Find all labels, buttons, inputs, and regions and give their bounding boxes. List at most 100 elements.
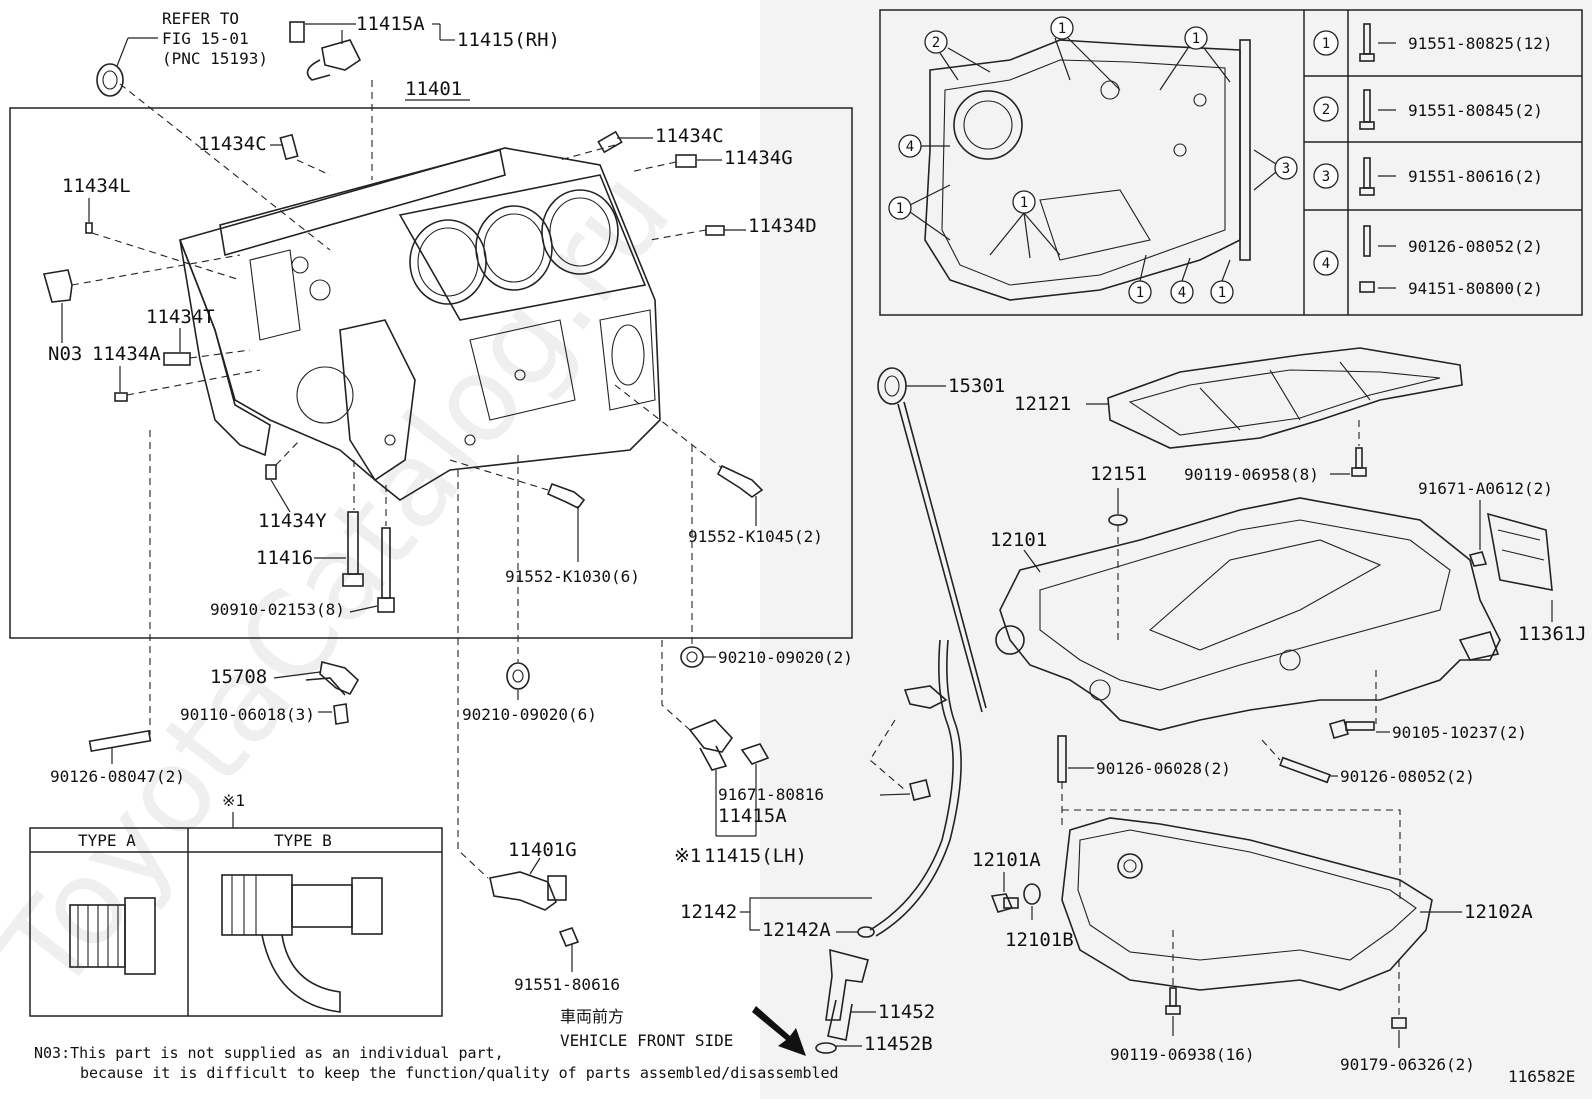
label-11434C-right: 11434C [655, 125, 724, 147]
bolt-90105 [1329, 670, 1390, 739]
refer-line1: REFER TO [162, 9, 239, 28]
label-11434C-left: 11434C [198, 133, 267, 155]
note-line1: N03:This part is not supplied as an indi… [34, 1044, 504, 1062]
dipstick-drawing [877, 367, 987, 713]
leader-12142 [740, 897, 872, 931]
label-91552-K1045: 91552-K1045(2) [688, 527, 823, 546]
svg-text:2: 2 [932, 35, 940, 51]
dowel-pins [42, 130, 725, 480]
cylinder-block-drawing [178, 147, 661, 501]
label-90179: 90179-06326(2) [1340, 1055, 1475, 1074]
seal-ring [96, 37, 331, 251]
svg-text:1: 1 [1218, 285, 1226, 301]
label-15708: 15708 [210, 666, 267, 688]
label-91552-K1030: 91552-K1030(6) [505, 567, 640, 586]
oil-jet-rh-drawing [289, 21, 455, 180]
svg-text:3: 3 [1322, 169, 1330, 185]
bolt-table-part-1: 91551-80825(12) [1408, 34, 1553, 53]
vehicle-front-en: VEHICLE FRONT SIDE [560, 1031, 733, 1050]
svg-text:4: 4 [906, 139, 914, 155]
cylinder-block-frame [9, 107, 853, 639]
leader-90910 [349, 605, 378, 613]
type-a-plug-drawing [69, 897, 156, 975]
vehicle-front-arrow-icon [752, 1006, 806, 1056]
svg-text:1: 1 [1192, 31, 1200, 47]
vehicle-front-jp: 車両前方 [560, 1007, 624, 1026]
svg-text:3: 3 [1282, 161, 1290, 177]
type-b-label: TYPE B [274, 831, 332, 850]
label-90110: 90110-06018(3) [180, 705, 315, 724]
label-12151: 12151 [1090, 463, 1147, 485]
label-11452: 11452 [878, 1001, 935, 1023]
label-11415RH: 11415(RH) [457, 29, 560, 51]
refer-line3: (PNC 15193) [162, 49, 268, 68]
label-12101B: 12101B [1005, 929, 1074, 951]
label-11415A-top: 11415A [356, 13, 425, 35]
label-90126-08047: 90126-08047(2) [50, 767, 185, 786]
svg-text:1: 1 [1136, 285, 1144, 301]
stud-icon-4 [1359, 225, 1375, 293]
plug-90210 [506, 445, 716, 700]
cover-plate-11361J [1468, 500, 1553, 622]
label-11434L: 11434L [62, 175, 131, 197]
label-11434G: 11434G [724, 147, 793, 169]
label-91671-80816: 91671-80816 [718, 785, 824, 804]
label-11415A-bottom: 11415A [718, 805, 787, 827]
svg-text:4: 4 [1322, 256, 1330, 272]
block-bolts [449, 384, 764, 562]
label-12142: 12142 [680, 901, 737, 923]
bolt-icon-2 [1359, 89, 1375, 130]
stud-90126-08052 [1261, 739, 1338, 784]
label-11434Y: 11434Y [258, 510, 327, 532]
label-91551-80616: 91551-80616 [514, 975, 620, 994]
label-91671-A0612: 91671-A0612(2) [1418, 479, 1553, 498]
bolt-table-part-4: 90126-08052(2) [1408, 237, 1543, 256]
bolt-table-part-4b: 94151-80800(2) [1408, 279, 1543, 298]
bolt-icon-1 [1359, 23, 1375, 62]
label-11401: 11401 [405, 78, 462, 100]
label-12142A: 12142A [762, 919, 831, 941]
label-11361J: 11361J [1518, 623, 1587, 645]
svg-text:1: 1 [1322, 36, 1330, 52]
label-11401G: 11401G [508, 839, 577, 861]
leader-11434Y [270, 479, 291, 513]
lower-oil-pan-drawing [1061, 817, 1462, 991]
type-a-label: TYPE A [78, 831, 136, 850]
refer-line2: FIG 15-01 [162, 29, 249, 48]
inset-timing-cover-drawing [924, 39, 1251, 301]
svg-text:1: 1 [1058, 21, 1066, 37]
label-12121: 12121 [1014, 393, 1071, 415]
label-11452B: 11452B [864, 1033, 933, 1055]
part-15708-drawing [273, 661, 360, 725]
ref-mark-lh: ※1 [674, 845, 701, 867]
svg-text:2: 2 [1322, 102, 1330, 118]
note-line2: because it is difficult to keep the func… [80, 1064, 839, 1082]
type-box [29, 812, 443, 1017]
label-90119-06958: 90119-06958(8) [1184, 465, 1319, 484]
label-90119-06938: 90119-06938(16) [1110, 1045, 1255, 1064]
oil-jet-lh-drawing [661, 640, 770, 837]
bottom-bolts [1165, 930, 1407, 1048]
label-15301: 15301 [948, 375, 1005, 397]
figure-id: 116582E [1508, 1067, 1575, 1086]
stud-90126-08047 [88, 430, 152, 764]
svg-text:1: 1 [896, 201, 904, 217]
label-N03: N03 [48, 343, 82, 365]
label-90126-06028: 90126-06028(2) [1096, 759, 1231, 778]
upper-oil-pan-drawing [995, 497, 1501, 731]
label-11434D: 11434D [748, 215, 817, 237]
label-12102A: 12102A [1464, 901, 1533, 923]
bolt-90119-06958 [1330, 420, 1367, 477]
svg-text:4: 4 [1178, 285, 1186, 301]
svg-text:1: 1 [1020, 195, 1028, 211]
label-90105: 90105-10237(2) [1392, 723, 1527, 742]
label-90210-right: 90210-09020(2) [718, 648, 853, 667]
lower-pan-alignment [1062, 809, 1401, 900]
bolt-table: 1 2 3 4 [1313, 23, 1396, 293]
part-11401G-drawing [457, 470, 580, 972]
bolt-table-part-3: 91551-80616(2) [1408, 167, 1543, 186]
inset-callouts: 2 1 1 4 1 1 3 1 4 1 [888, 16, 1298, 304]
label-12101: 12101 [990, 529, 1047, 551]
